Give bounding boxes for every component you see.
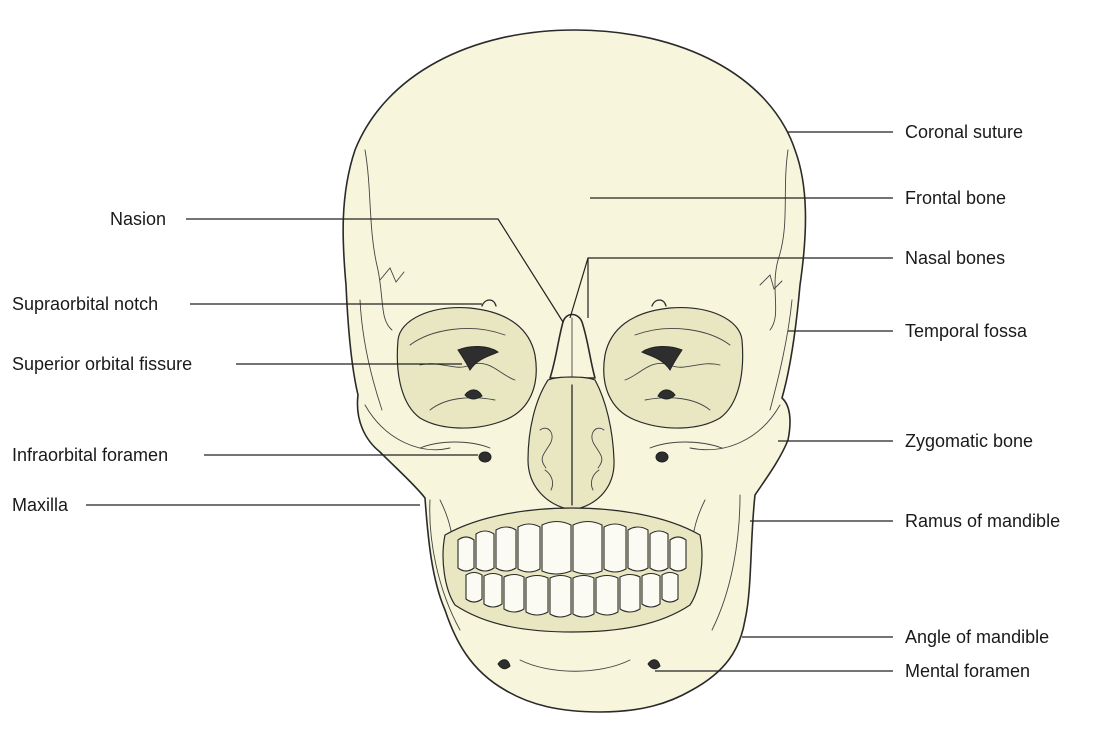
left-infraorbital-foramen	[479, 452, 491, 462]
right-infraorbital-foramen	[656, 452, 668, 462]
label-mental-foramen: Mental foramen	[905, 660, 1030, 682]
label-superior-orbital-fissure: Superior orbital fissure	[12, 353, 192, 375]
label-maxilla: Maxilla	[12, 494, 68, 516]
label-nasal-bones: Nasal bones	[905, 247, 1005, 269]
label-infraorbital-foramen: Infraorbital foramen	[12, 444, 168, 466]
label-temporal-fossa: Temporal fossa	[905, 320, 1027, 342]
label-angle-of-mandible: Angle of mandible	[905, 626, 1049, 648]
nasal-cavity	[528, 377, 614, 510]
label-supraorbital-notch: Supraorbital notch	[12, 293, 158, 315]
label-frontal-bone: Frontal bone	[905, 187, 1006, 209]
left-orbit	[397, 308, 536, 428]
right-orbit	[604, 308, 743, 428]
label-nasion: Nasion	[110, 208, 166, 230]
label-ramus-of-mandible: Ramus of mandible	[905, 510, 1060, 532]
label-zygomatic-bone: Zygomatic bone	[905, 430, 1033, 452]
teeth	[443, 508, 702, 632]
label-coronal-suture: Coronal suture	[905, 121, 1023, 143]
